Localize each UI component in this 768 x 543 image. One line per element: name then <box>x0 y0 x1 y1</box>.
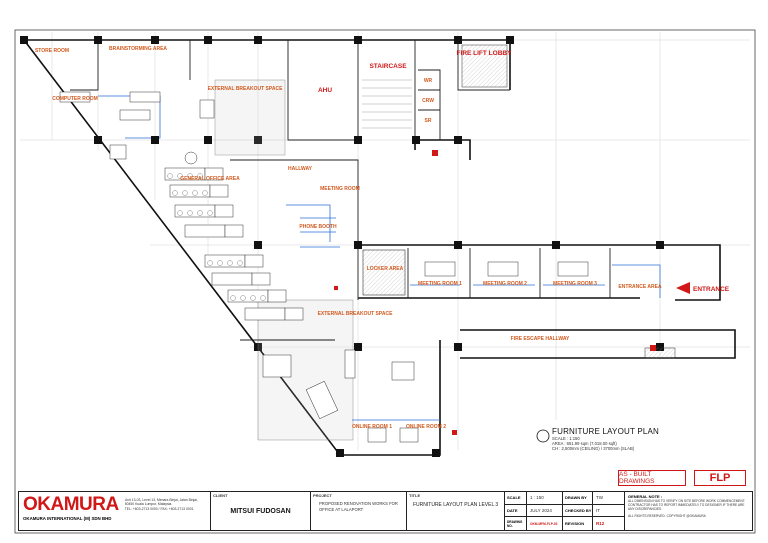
plan-title: FURNITURE LAYOUT PLAN <box>552 427 660 436</box>
label-brainstorming: BRAINSTORMING AREA <box>109 46 167 52</box>
label-ext-breakout-bottom: EXTERNAL BREAKOUT SPACE <box>318 311 393 317</box>
client-label: CLIENT <box>213 493 228 498</box>
revision-label: REVISION <box>563 517 593 530</box>
project-cell: PROJECT PROPOSED RENOVATION WORKS FOR OF… <box>311 492 407 530</box>
external-deck-top <box>214 79 286 156</box>
label-general-office: GENERAL OFFICE AREA <box>180 176 240 182</box>
label-locker-area: LOCKER AREA <box>367 266 404 272</box>
company-name: OKAMURA INTERNATIONAL (M) SDN BHD <box>23 516 112 521</box>
title-label: TITLE <box>409 493 421 498</box>
company-logo: OKAMURA <box>23 494 119 515</box>
label-staircase: STAIRCASE <box>369 63 407 70</box>
revision-value: R12 <box>596 521 605 527</box>
entrance-arrow <box>676 282 690 294</box>
stair-hatch <box>644 347 676 359</box>
notes-text: ALL DIMENSION HAS TO VERIFY ON SITE BEFO… <box>628 499 746 512</box>
column-grid <box>20 32 750 450</box>
structural-columns <box>20 36 664 457</box>
company-address: Unit 13-03, Level 13, Menara Binjai, Jal… <box>124 497 198 507</box>
plan-area: AREA : 651.99 sqm (7,018.00 sqft) <box>552 441 617 446</box>
sheet-border <box>14 29 756 534</box>
drawing-code: FLP <box>694 470 746 486</box>
drawing-no-label: DRAWING NO. <box>505 517 527 530</box>
project-name: PROPOSED RENOVATION WORKS FOR OFFICE AT … <box>319 501 398 512</box>
drawn-by-value: TW <box>596 495 603 501</box>
glass-partitions <box>98 95 661 421</box>
company-phone: TEL: +603-2713 0000 / FAX: +603-2713 000… <box>124 506 194 511</box>
label-entrance-area: ENTRANCE AREA <box>618 284 662 290</box>
company-cell: OKAMURA Unit 13-03, Level 13, Menara Bin… <box>19 492 211 530</box>
label-wr: WR <box>424 78 433 84</box>
label-meeting-room-2: MEETING ROOM 2 <box>483 281 527 287</box>
north-indicator <box>536 429 550 443</box>
drawing-no-value: OKM-MFM-FLP-03 <box>530 521 558 526</box>
checked-by-label: CHECKED BY <box>563 504 593 517</box>
date-label: DATE <box>505 504 527 517</box>
workstations <box>59 91 304 321</box>
inner-walls <box>70 40 611 341</box>
scale-value: 1 : 150 <box>530 495 544 501</box>
label-meeting-room: MEETING ROOM <box>320 186 360 192</box>
staircase-steps <box>362 79 412 129</box>
drawn-by-label: DRAWN BY <box>563 492 593 504</box>
drawing-title: FURNITURE LAYOUT PLAN LEVEL 3 <box>413 502 499 508</box>
project-label: PROJECT <box>313 493 332 498</box>
plan-scale: SCALE : 1:150 <box>552 436 580 441</box>
as-built-stamp: AS - BUILT DRAWINGS <box>618 470 686 486</box>
title-block: OKAMURA Unit 13-03, Level 13, Menara Bin… <box>18 491 753 531</box>
fire-marks <box>334 150 656 435</box>
notes-cell: GENERAL NOTE : ALL DIMENSION HAS TO VERI… <box>625 492 752 530</box>
label-online-room-1: ONLINE ROOM 1 <box>352 424 392 430</box>
scale-label: SCALE <box>505 492 527 504</box>
label-crw: CRW <box>422 98 434 104</box>
label-ext-breakout-top: EXTERNAL BREAKOUT SPACE <box>208 86 283 92</box>
notes-label: GENERAL NOTE : <box>628 494 663 499</box>
copyright: ALL RIGHTS RESERVED. COPYRIGHT @OKAMURA <box>628 513 706 518</box>
label-computer-room: COMPUTER ROOM <box>52 96 98 102</box>
client-cell: CLIENT MITSUI FUDOSAN <box>211 492 311 530</box>
drawing-heading: FURNITURE LAYOUT PLAN SCALE : 1:150 AREA… <box>552 427 659 451</box>
lift-hatch <box>461 44 508 88</box>
label-meeting-room-1: MEETING ROOM 1 <box>418 281 462 287</box>
date-value: JULY 2024 <box>530 507 552 513</box>
checked-by-value: IT <box>596 507 600 513</box>
label-fire-escape-hallway: FIRE ESCAPE HALLWAY <box>511 336 570 342</box>
meeting-tables <box>262 261 589 443</box>
label-store-room: STORE ROOM <box>35 48 69 54</box>
client-name: MITSUI FUDOSAN <box>230 508 291 515</box>
title-cell: TITLE FURNITURE LAYOUT PLAN LEVEL 3 <box>407 492 505 530</box>
label-meeting-room-3: MEETING ROOM 3 <box>553 281 597 287</box>
label-sr: SR <box>425 118 432 124</box>
label-entrance: ENTRANCE <box>693 286 730 293</box>
label-phone-booth: PHONE BOOTH <box>299 224 337 230</box>
label-hallway: HALLWAY <box>288 166 313 172</box>
label-fire-lift-lobby: FIRE LIFT LOBBY <box>457 50 513 57</box>
chairs <box>167 173 266 301</box>
label-online-room-2: ONLINE ROOM 2 <box>406 424 446 430</box>
locker-hatch <box>362 249 406 296</box>
label-ahu: AHU <box>318 87 332 94</box>
plan-ceiling: CH : 2,500mm (CEILING) / 3700mm (SLAB) <box>552 446 635 451</box>
